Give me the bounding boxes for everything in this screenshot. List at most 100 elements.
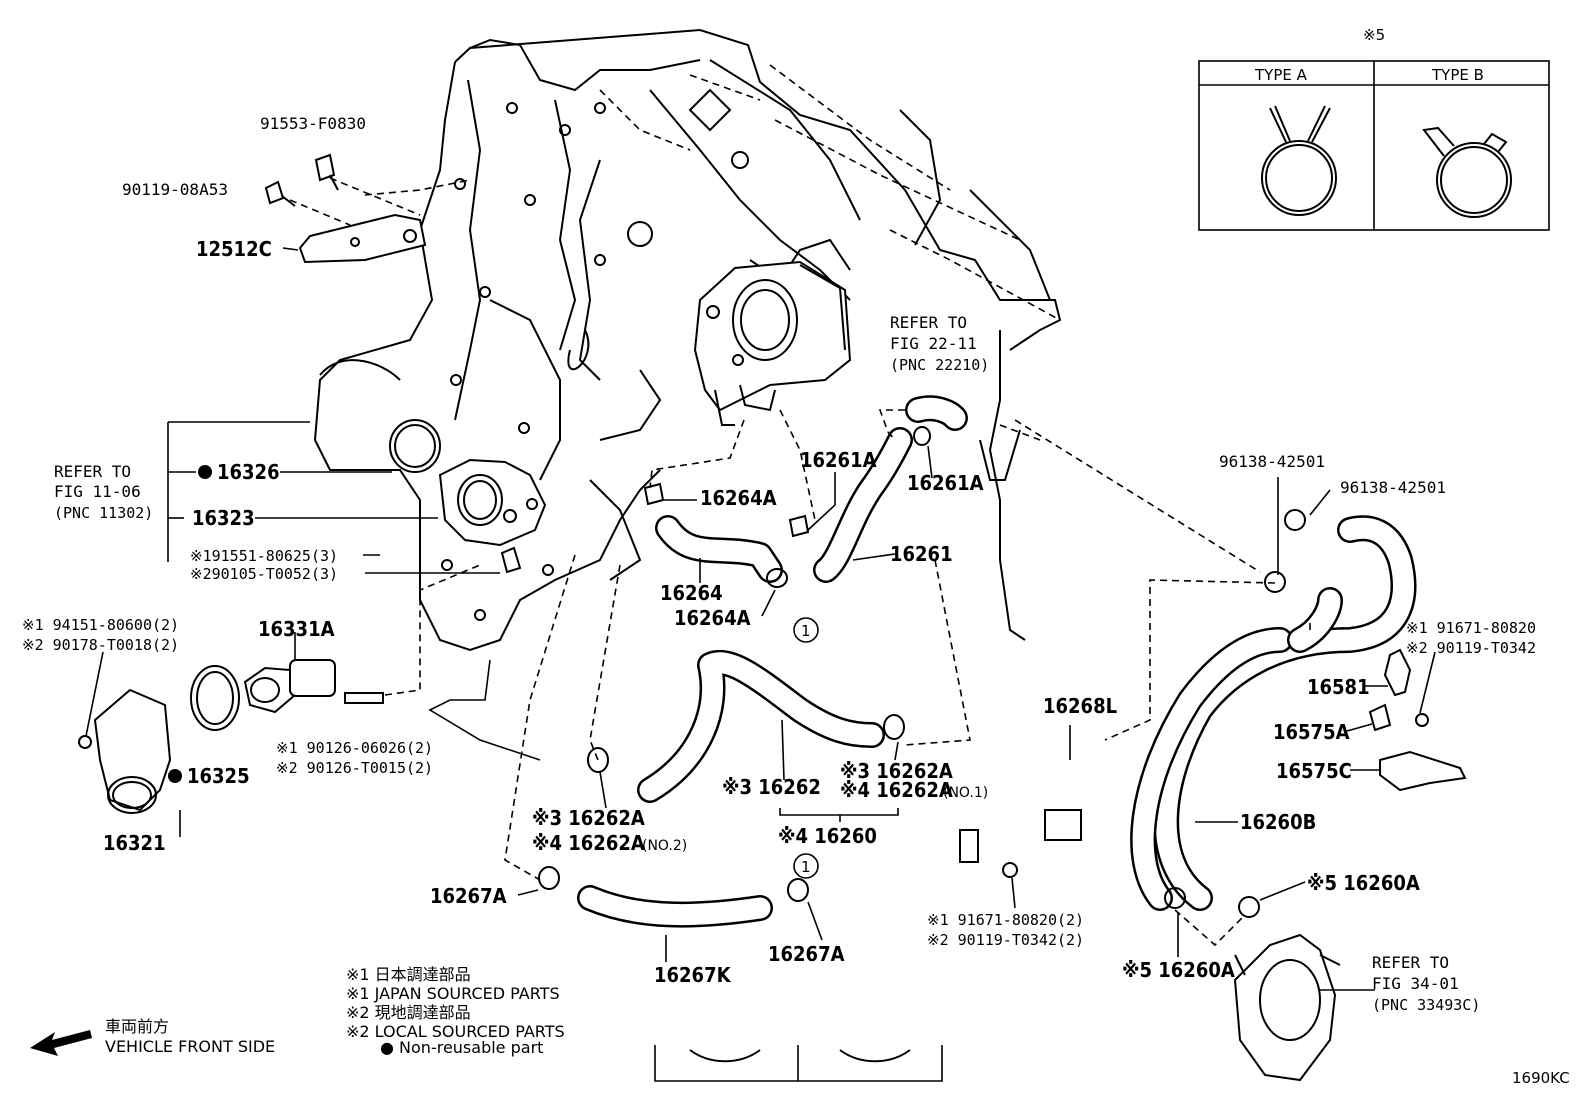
clamp-type-box: ※5 TYPE A TYPE B [1198,26,1550,231]
label-94151-80600: ※1 94151-80600(2) [22,616,179,634]
engine-timing-cover-drawing [313,28,1062,761]
legend: ※1 日本調達部品 ※1 JAPAN SOURCED PARTS ※2 現地調達… [346,965,565,1057]
label-16260a-left: ※5 16260A [1122,958,1235,982]
legend-line-2: ※1 JAPAN SOURCED PARTS [346,984,560,1003]
hose-16264 [655,515,783,583]
label-16262a-no2-line1: ※3 16262A [532,806,645,830]
legend-line-4: ※2 LOCAL SOURCED PARTS [346,1022,565,1041]
hose-16262 [637,649,885,803]
label-16260: ※4 16260 [778,824,877,848]
label-16575c: 16575C [1276,759,1352,783]
partial-box-bottom [654,1045,943,1082]
label-16261a-right: 16261A [907,471,984,495]
legend-line-3: ※2 現地調達部品 [346,1003,471,1022]
non-reusable-dot-16326 [198,465,212,479]
timing-ref-line3: (PNC 11302) [54,504,153,522]
parts-16581-16575-drawing [1002,648,1467,878]
figure-code: 1690KC [1512,1069,1570,1087]
label-16323: 16323 [192,506,255,530]
label-90126-06026: ※1 90126-06026(2) [276,739,433,757]
ref-circle-bottom-number: 1 [801,858,811,876]
label-12512c: 12512C [196,237,272,261]
label-90119-08a53: 90119-08A53 [122,180,228,199]
stud-90126-drawing [344,692,384,704]
type-b-label: TYPE B [1431,66,1484,84]
legend-line-5: ● Non-reusable part [380,1038,543,1057]
dashed-reference-lines [289,64,1276,947]
label-16261: 16261 [890,542,953,566]
water-inlet-16321-drawing [78,688,172,814]
part-labels: 91553-F0830 90119-08A53 12512C REFER TO … [22,114,1570,1087]
bolt-91553-drawing [314,153,339,191]
label-16321: 16321 [103,831,166,855]
label-16267a-right: 16267A [768,942,845,966]
pump-ref-line1: REFER TO [1372,953,1449,972]
label-16575a: 16575A [1273,720,1350,744]
label-16262a-no1-suffix: (NO.1) [943,785,988,801]
label-16267a-left: 16267A [430,884,507,908]
label-16262a-no1-line1: ※3 16262A [840,759,953,783]
type-box-marker: ※5 [1363,26,1385,44]
timing-ref-line2: FIG 11-06 [54,482,141,501]
label-16268l: 16268L [1043,694,1117,718]
water-pump-drawing [1233,933,1341,1082]
label-91551-80625: ※191551-80625(3) [190,547,338,565]
label-16267k: 16267K [654,963,732,987]
thermostat-16331a-drawing [243,659,336,714]
label-91553-f0830: 91553-F0830 [260,114,366,133]
pump-ref-line3: (PNC 33493C) [1372,996,1480,1014]
hose-16260b [1130,515,1417,911]
label-90119-t0342-bottom: ※2 90119-T0342(2) [927,931,1084,949]
label-16260a-right: ※5 16260A [1307,871,1420,895]
throttle-ref-line1: REFER TO [890,313,967,332]
label-16262: ※3 16262 [722,775,821,799]
label-91671-80820-right: ※1 91671-80820 [1406,619,1536,637]
ref-circle-top-number: 1 [801,622,811,640]
label-96138-42501-left: 96138-42501 [1219,452,1325,471]
pipe-16268l [839,736,1106,901]
gasket-16325-drawing [190,665,240,731]
label-16260b: 16260B [1240,810,1316,834]
type-a-label: TYPE A [1254,66,1308,84]
front-label-jp: 車両前方 [105,1017,169,1036]
bracket-12512c-drawing [298,213,427,264]
clamp-type-a-icon [1261,105,1337,216]
pump-ref-line2: FIG 34-01 [1372,974,1459,993]
front-arrow-icon [30,1030,92,1056]
label-90105-t0052: ※290105-T0052(3) [190,565,338,583]
bolt-91551-drawing [500,546,522,574]
label-16264a-bottom: 16264A [674,606,751,630]
label-16264: 16264 [660,581,723,605]
label-16581: 16581 [1307,675,1370,699]
legend-line-1: ※1 日本調達部品 [346,965,471,984]
timing-ref-line1: REFER TO [54,462,131,481]
front-label-en: VEHICLE FRONT SIDE [105,1037,275,1056]
non-reusable-dot-16325 [168,769,182,783]
leader-lines [85,247,1436,991]
label-16264a-top: 16264A [700,486,777,510]
label-16331a: 16331A [258,617,335,641]
clamp-type-b-icon [1422,126,1512,218]
label-16262a-no2-line2: ※4 16262A [532,831,645,855]
ref-circle-top [793,617,819,643]
throttle-ref-line2: FIG 22-11 [890,334,977,353]
label-90119-t0342-right: ※2 90119-T0342 [1406,639,1536,657]
label-16262a-no1-line2: ※4 16262A [840,778,953,802]
clamps-drawing [538,426,1306,918]
label-16326: 16326 [217,460,280,484]
label-16261a-left: 16261A [800,448,877,472]
hose-16261 [813,395,968,583]
vehicle-front-indicator: 車両前方 VEHICLE FRONT SIDE [30,1017,275,1056]
ref-circle-bottom [793,853,819,879]
label-96138-42501-right: 96138-42501 [1340,478,1446,497]
hose-16267k [577,885,773,928]
bolt-90119-drawing [264,180,296,207]
label-16325: 16325 [187,764,250,788]
label-16262a-no2-suffix: (NO.2) [642,838,687,854]
label-90126-t0015: ※2 90126-T0015(2) [276,759,433,777]
label-90178-t0018: ※2 90178-T0018(2) [22,636,179,654]
throttle-body-drawing [693,260,852,426]
throttle-ref-line3: (PNC 22210) [890,356,989,374]
